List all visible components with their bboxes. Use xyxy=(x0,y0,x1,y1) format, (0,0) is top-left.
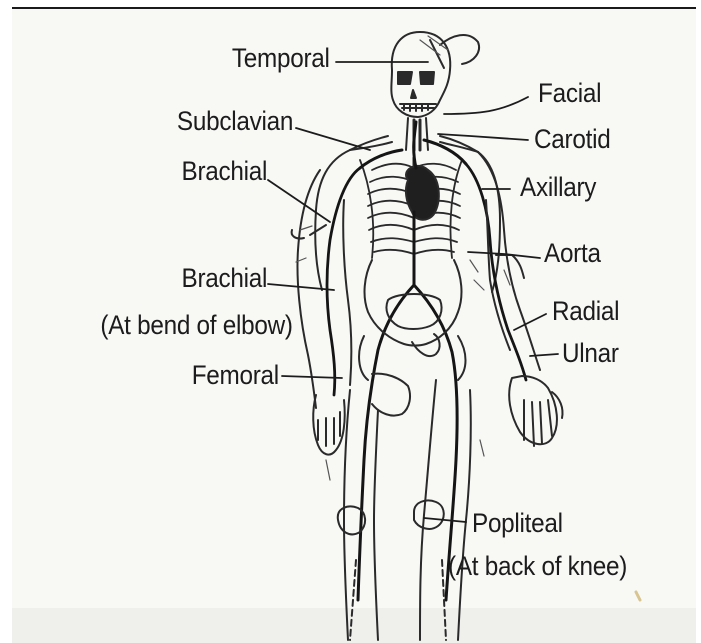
label-popliteal: Popliteal xyxy=(472,510,563,537)
left-arm xyxy=(292,170,352,455)
label-radial: Radial xyxy=(552,298,619,325)
label-popliteal-note: (At back of knee) xyxy=(448,553,627,580)
pelvis xyxy=(359,260,465,416)
heart xyxy=(406,166,439,220)
label-temporal: Temporal xyxy=(232,45,330,72)
label-carotid: Carotid xyxy=(534,126,610,153)
skull xyxy=(391,32,479,117)
label-ulnar: Ulnar xyxy=(562,340,619,367)
label-brachial: Brachial xyxy=(181,158,267,185)
label-femoral: Femoral xyxy=(192,362,279,389)
label-subclavian: Subclavian xyxy=(177,108,293,135)
edge-mark xyxy=(636,592,640,600)
label-brachial-elbow: Brachial xyxy=(181,265,267,292)
label-axillary: Axillary xyxy=(520,174,596,201)
label-aorta: Aorta xyxy=(544,240,601,267)
label-facial: Facial xyxy=(538,80,601,107)
label-brachial-elbow-note: (At bend of elbow) xyxy=(101,312,293,339)
